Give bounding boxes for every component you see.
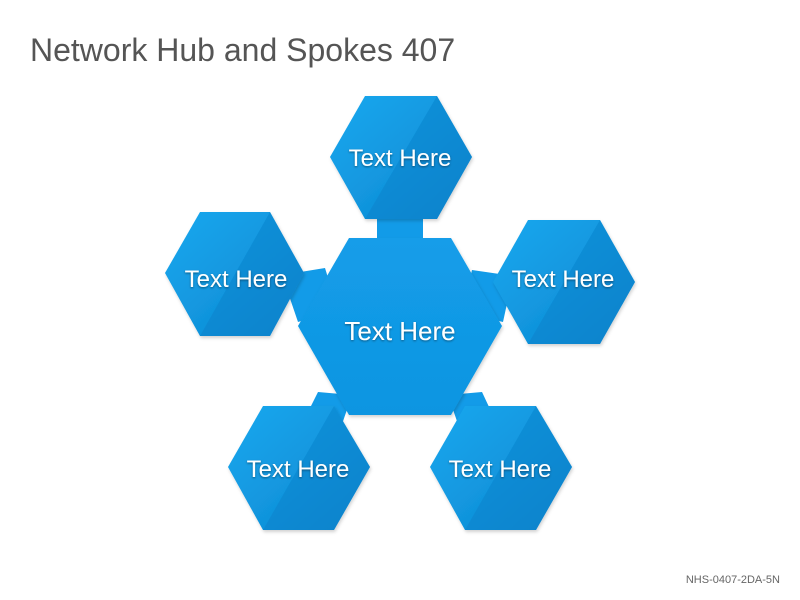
spoke-lower-right: Text Here	[430, 406, 572, 530]
spoke-top-shade	[365, 96, 472, 219]
spoke-upper-right: Text Here	[493, 220, 635, 344]
hub-hexagon	[298, 238, 502, 415]
page-title: Network Hub and Spokes 407	[30, 32, 456, 68]
hub: Text Here	[298, 238, 502, 415]
spoke-upper-right-label: Text Here	[512, 266, 615, 293]
spoke-top-label: Text Here	[349, 145, 452, 172]
spoke-lower-right-shade	[465, 406, 572, 530]
spoke-top: Text Here	[330, 96, 472, 219]
spoke-lower-left: Text Here	[228, 406, 370, 530]
spoke-upper-left-label: Text Here	[185, 266, 288, 293]
spoke-lower-left-shade	[263, 406, 370, 530]
slide-code: NHS-0407-2DA-5N	[685, 574, 780, 586]
spoke-lower-left-label: Text Here	[247, 456, 350, 483]
spoke-upper-right-shade	[528, 220, 635, 344]
spoke-upper-left-shade	[200, 212, 304, 336]
spoke-lower-right-label: Text Here	[449, 456, 552, 483]
hub-label: Text Here	[344, 316, 455, 346]
spoke-upper-left: Text Here	[165, 212, 304, 336]
